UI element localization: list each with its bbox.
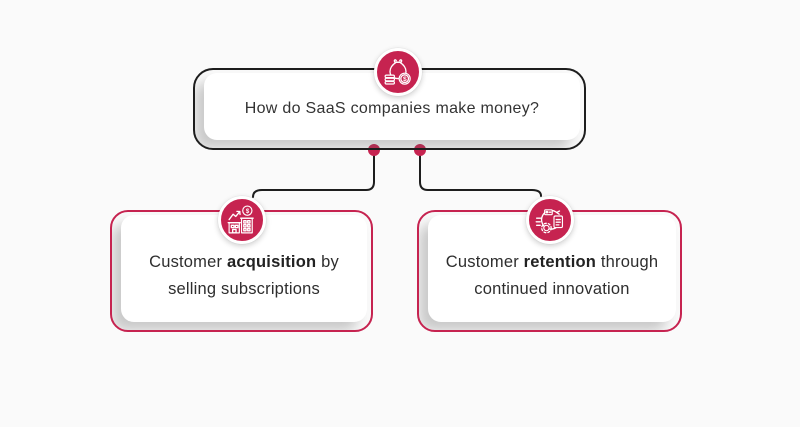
root-title: How do SaaS companies make money?: [244, 99, 540, 117]
money-bag-coins-icon: $: [373, 48, 422, 96]
retention-card-clip: Customer retention through continued inn…: [419, 212, 680, 330]
connector-right: [419, 150, 542, 197]
buildings-growth-dollar-icon: $: [217, 196, 266, 244]
svg-text:$: $: [402, 76, 406, 83]
innovation-cycle-gear-icon: [525, 196, 574, 244]
acquisition-node: Customer acquisition by selling subscrip…: [110, 196, 373, 332]
connector-left: [252, 150, 375, 198]
acquisition-text: Customer acquisition by selling subscrip…: [149, 252, 339, 298]
retention-card: Customer retention through continued inn…: [428, 215, 676, 322]
root-node: How do SaaS companies make money? $: [193, 48, 586, 150]
svg-text:$: $: [245, 209, 249, 215]
retention-node: Customer retention through continued inn…: [417, 196, 682, 332]
retention-text: Customer retention through continued inn…: [445, 252, 659, 298]
